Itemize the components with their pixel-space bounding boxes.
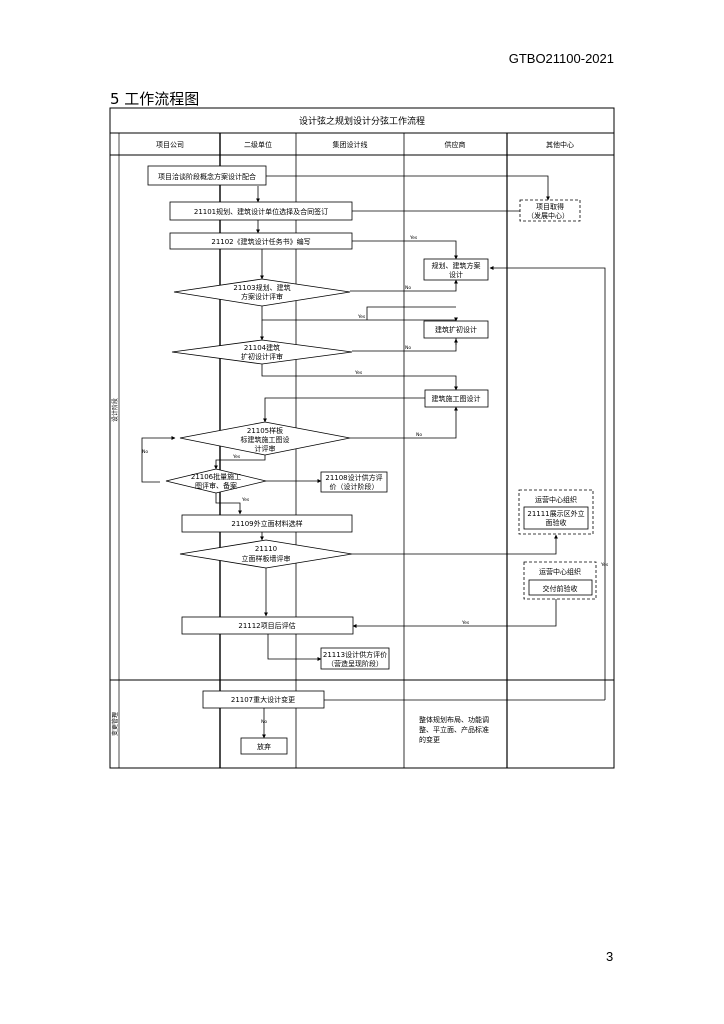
lane-header-supplier: 供应商 <box>445 140 466 149</box>
decision-21106 <box>165 468 267 494</box>
flowchart-title: 设计弦之规划设计分弦工作流程 <box>299 115 425 127</box>
edge-label-no: No <box>142 449 148 455</box>
lane-header-secondary-unit: 二级单位 <box>244 140 272 149</box>
edge-label-no: No <box>261 719 267 725</box>
node-21111-label-2: 面验收 <box>546 518 567 527</box>
edge-label-yes: Yes <box>232 454 241 460</box>
edge-labels: Yes No Yes No Yes No Yes No Yes Yes Yes … <box>142 235 609 725</box>
decision-21105-label-1: 21105样板 <box>247 426 283 435</box>
node-construction-drawing-label: 建筑施工图设计 <box>432 394 481 403</box>
node-construction-drawing <box>424 389 489 408</box>
page-number: 3 <box>606 949 614 964</box>
node-project-acquisition-label-1: 项目取得 <box>536 202 564 211</box>
nodes: 项目洽谈阶段概念方案设计配合 项目取得 （发展中心） 21101规划、建筑设计单… <box>147 165 597 755</box>
lane-header-project-company: 项目公司 <box>156 141 184 149</box>
decision-21105-label-3: 计评审 <box>255 444 276 453</box>
node-21107 <box>202 690 325 709</box>
decision-21110 <box>179 539 353 569</box>
edge-label-yes: Yes <box>600 562 609 568</box>
node-21109-label: 21109外立面材料选样 <box>231 519 302 528</box>
decision-21110-label-2: 立面样板墙评审 <box>242 554 291 563</box>
edge-label-yes: Yes <box>357 314 366 320</box>
node-pre-delivery-check <box>528 579 593 596</box>
node-preliminary-design-label: 建筑扩初设计 <box>435 325 477 334</box>
node-21109 <box>181 514 353 533</box>
node-project-acquisition-label-2: （发展中心） <box>527 211 569 220</box>
change-note-line-1: 整体规划布局、功能调 <box>419 715 489 724</box>
edge-label-yes: Yes <box>409 235 418 241</box>
node-21108-label-2: 价（设计阶段） <box>330 482 379 491</box>
node-21113-label-1: 21113设计供方评价 <box>323 650 387 659</box>
group-operations-delivery-title: 运营中心组织 <box>539 567 581 576</box>
node-21101 <box>169 201 353 221</box>
group-operations-showroom-title: 运营中心组织 <box>535 495 577 504</box>
node-21102-label: 21102《建筑设计任务书》编写 <box>211 237 310 246</box>
edge-label-no: No <box>405 285 411 291</box>
node-abandon <box>240 737 288 755</box>
edge-label-no: No <box>416 432 422 438</box>
node-concept-design-label: 项目洽谈阶段概念方案设计配合 <box>158 172 256 181</box>
node-21112-label: 21112项目后评估 <box>238 621 295 630</box>
node-abandon-label: 放弃 <box>257 742 271 751</box>
edge-label-yes: Yes <box>461 620 470 626</box>
node-project-acquisition <box>519 199 581 222</box>
lane-dividers <box>118 133 508 768</box>
decision-21105 <box>179 421 351 456</box>
change-note: 整体规划布局、功能调 整、平立面、产品标准 的变更 <box>419 715 489 744</box>
node-21111 <box>523 506 589 530</box>
lane-header-other-center: 其他中心 <box>546 140 574 149</box>
flowchart-frame <box>109 107 615 769</box>
edge-label-yes: Yes <box>241 497 250 503</box>
node-concept-design <box>147 165 267 186</box>
node-pre-delivery-check-label: 交付前验收 <box>543 584 578 593</box>
node-21107-label: 21107重大设计变更 <box>231 695 295 704</box>
decision-21105-label-2: 标建筑施工图设 <box>241 435 290 444</box>
node-21108 <box>320 471 388 493</box>
edge-label-no: No <box>405 345 411 351</box>
section-title: 5 工作流程图 <box>110 90 200 108</box>
node-21112 <box>181 616 354 635</box>
decision-21104 <box>171 339 353 365</box>
lane-header-group-design: 集团设计线 <box>333 140 368 149</box>
decision-21103-label-2: 方案设计评审 <box>241 292 283 301</box>
decision-21104-label-1: 21104建筑 <box>244 343 280 352</box>
node-21113-label-2: （营造呈现阶段） <box>327 659 383 668</box>
phase-label-change: 变更管理 <box>111 712 119 736</box>
decision-21103 <box>173 278 351 307</box>
node-preliminary-design <box>423 320 489 339</box>
node-21113 <box>320 647 390 670</box>
node-scheme-design-label-1: 规划、建筑方案 <box>432 261 481 270</box>
decision-21103-label-1: 21103规划、建筑 <box>233 283 290 292</box>
node-scheme-design-label-2: 设计 <box>449 270 463 279</box>
phase-label-design: 设计阶段 <box>111 398 119 422</box>
decision-21106-label-2: 图评审、备案 <box>195 481 237 490</box>
node-21102 <box>169 232 353 250</box>
document-code: GTBO21100-2021 <box>508 51 614 66</box>
decision-21110-label-1: 21110 <box>255 545 277 553</box>
node-21101-label: 21101规划、建筑设计单位选择及合同签订 <box>194 207 328 216</box>
change-note-line-2: 整、平立面、产品标准 <box>419 725 489 734</box>
decision-21104-label-2: 扩初设计评审 <box>241 352 283 361</box>
lane-headers: 项目公司 二级单位 集团设计线 供应商 其他中心 <box>156 140 574 149</box>
decision-21106-label-1: 21106批量施工 <box>191 472 241 481</box>
node-21111-label-1: 21111展示区外立 <box>527 509 584 518</box>
edge-label-yes: Yes <box>354 370 363 376</box>
node-scheme-design <box>423 258 489 281</box>
change-note-line-3: 的变更 <box>419 735 440 744</box>
node-21108-label-1: 21108设计供方评 <box>325 473 382 482</box>
